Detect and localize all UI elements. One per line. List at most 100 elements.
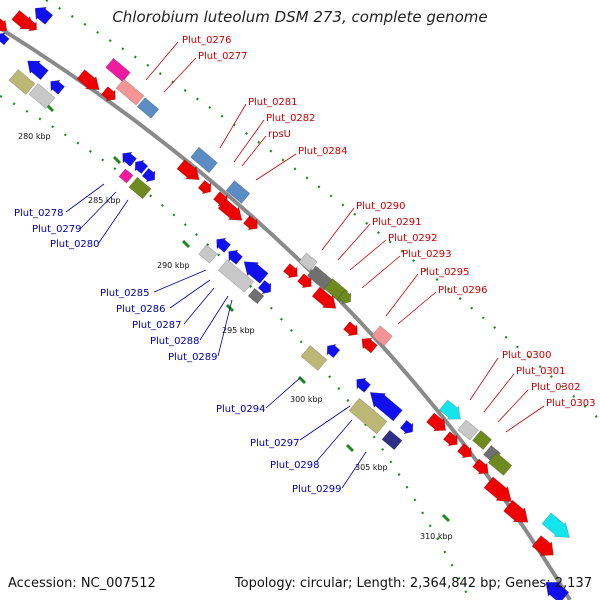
- leader-line: [315, 419, 353, 463]
- gene-label: Plut_0284: [298, 146, 348, 157]
- gene-arrow: [337, 289, 352, 305]
- gene-arrow: [457, 419, 479, 441]
- genome-backbone: [0, 25, 572, 600]
- gene-arrow: [76, 69, 100, 91]
- leader-line: [299, 405, 351, 441]
- gene-label: Plut_0286: [116, 304, 166, 315]
- gene-arrow: [0, 14, 8, 32]
- gene-arrow: [247, 287, 265, 305]
- gene-arrow: [141, 167, 156, 183]
- gene-arrow: [487, 452, 513, 476]
- leader-line: [241, 135, 267, 167]
- gene-arrow: [483, 476, 512, 502]
- gene-arrow: [472, 430, 492, 450]
- major-tick: [441, 513, 451, 523]
- gene-arrow: [105, 57, 131, 83]
- leader-line: [505, 405, 545, 433]
- leader-line: [361, 255, 401, 289]
- gene-arrow: [34, 6, 54, 25]
- scale-label: 290 kbp: [157, 261, 190, 270]
- gene-arrow: [0, 32, 10, 46]
- gene-arrow: [122, 151, 137, 167]
- gene-arrow: [243, 215, 258, 231]
- major-tick: [345, 443, 355, 453]
- gene-label: Plut_0296: [438, 285, 488, 296]
- leader-line: [397, 291, 437, 325]
- gene-label: Plut_0280: [50, 239, 100, 250]
- gene-label: Plut_0298: [270, 460, 320, 471]
- gene-label: Plut_0288: [150, 336, 200, 347]
- gene-arrow: [371, 325, 393, 347]
- genome-title: Chlorobium luteolum DSM 273, complete ge…: [112, 8, 488, 26]
- leader-line: [219, 103, 247, 149]
- gene-label: Plut_0297: [250, 438, 300, 449]
- major-tick: [45, 103, 55, 113]
- gene-arrow: [257, 279, 272, 295]
- gene-label: Plut_0285: [100, 288, 150, 299]
- leader-line: [183, 287, 215, 325]
- gene-arrow: [438, 399, 461, 420]
- backbone-arc: [0, 25, 572, 600]
- gene-arrow: [24, 18, 37, 32]
- gene-arrow: [472, 458, 489, 475]
- label-leader-lines: [65, 41, 545, 489]
- gene-arrow: [545, 581, 570, 600]
- gene-arrow: [216, 237, 231, 253]
- gene-label: Plut_0295: [420, 267, 470, 278]
- gene-label: Plut_0303: [546, 398, 596, 409]
- gene-arrow: [361, 337, 378, 354]
- gene-label: Plut_0293: [402, 249, 452, 260]
- leader-line: [385, 273, 419, 317]
- gene-arrow: [118, 168, 134, 184]
- leader-line: [79, 191, 117, 230]
- gene-arrow: [50, 79, 65, 95]
- gene-arrow: [541, 512, 570, 538]
- gene-label: Plut_0291: [372, 217, 422, 228]
- gene-label: rpsU: [268, 129, 291, 140]
- gene-arrow: [115, 78, 145, 106]
- gene-arrow: [306, 265, 334, 291]
- scale-label: 295 kbp: [222, 326, 255, 335]
- major-tick: [181, 239, 191, 249]
- gene-arrow: [283, 263, 298, 279]
- gene-label: Plut_0290: [356, 201, 406, 212]
- leader-line: [341, 451, 367, 489]
- gene-label: Plut_0301: [516, 366, 566, 377]
- gene-arrow: [348, 397, 388, 435]
- leader-line: [497, 389, 529, 423]
- gene-arrow: [531, 535, 554, 556]
- gene-arrow: [225, 180, 251, 204]
- gene-arrow: [228, 249, 243, 265]
- gene-label: Plut_0281: [248, 97, 298, 108]
- gene-arrow: [190, 146, 218, 174]
- gene-label: Plut_0277: [198, 51, 248, 62]
- leader-line: [199, 295, 229, 341]
- gene-arrow: [298, 252, 318, 272]
- gene-arrow: [28, 83, 56, 109]
- accession-text: Accession: NC_007512: [8, 576, 156, 591]
- scale-label: 285 kbp: [88, 196, 121, 205]
- gene-arrow: [8, 69, 36, 95]
- gene-arrow: [218, 259, 254, 293]
- gene-arrow: [356, 377, 371, 393]
- leader-line: [97, 199, 129, 245]
- gene-arrow: [381, 429, 403, 451]
- topology-text: Topology: circular; Length: 2,364,842 bp…: [234, 576, 592, 591]
- gene-arrow: [399, 419, 414, 435]
- gene-label: Plut_0287: [132, 320, 182, 331]
- gene-arrow: [426, 412, 447, 432]
- gene-label: Plut_0292: [388, 233, 438, 244]
- gene-arrow: [101, 86, 116, 102]
- gene-label: Plut_0276: [182, 35, 232, 46]
- leader-line: [153, 269, 207, 293]
- scale-label: 310 kbp: [420, 532, 453, 541]
- leader-line: [483, 373, 515, 413]
- gene-arrow: [297, 273, 312, 289]
- leader-line: [321, 207, 355, 251]
- leader-line: [337, 223, 371, 261]
- leader-line: [169, 279, 211, 309]
- gene-arrow: [176, 159, 200, 181]
- leader-line: [145, 41, 179, 81]
